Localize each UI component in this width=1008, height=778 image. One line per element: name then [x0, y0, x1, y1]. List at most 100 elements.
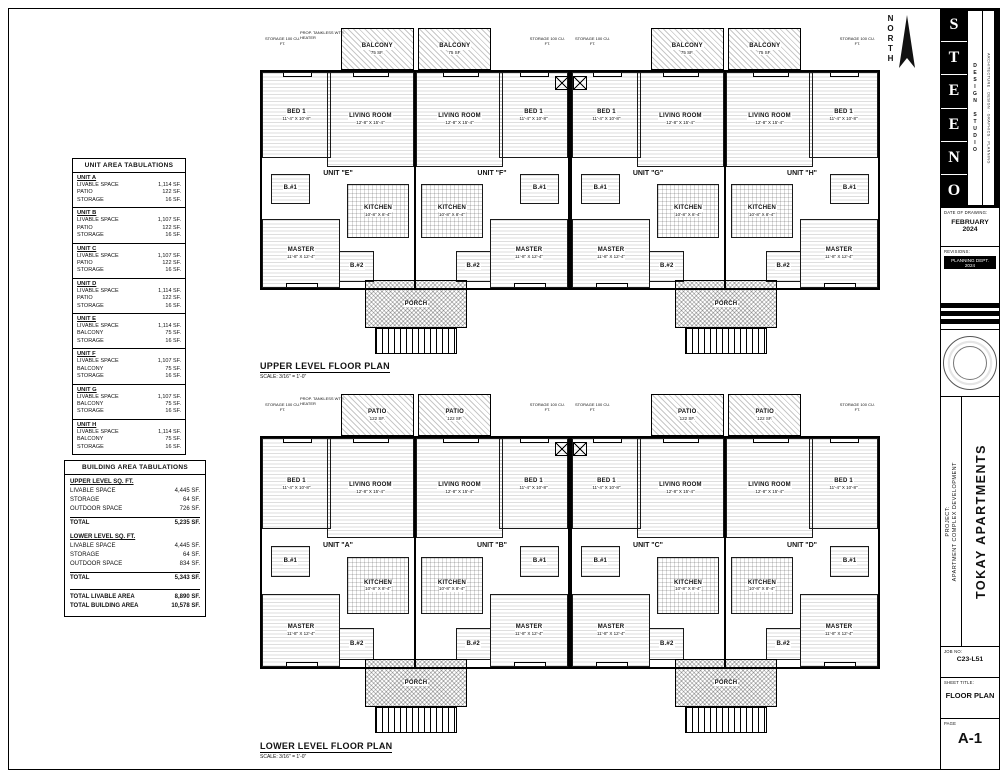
room-label: KITCHEN	[363, 205, 394, 213]
row-value: 75 SF.	[165, 330, 181, 337]
row-value: 1,114 SF.	[158, 428, 181, 435]
room-label: B.#1	[841, 558, 858, 565]
bathroom-2: B.#2	[455, 251, 491, 282]
logo-letter: E	[941, 109, 967, 142]
sheet-title-label: SHEET TITLE:	[944, 680, 974, 685]
room-label: PORCH	[713, 300, 739, 308]
firm-services: ARCHITECTURE · DESIGN · GRAPHICS · PLANN…	[983, 11, 994, 205]
project-description: PROJECT: APARTMENT COMPLEX DEVELOPMENT	[941, 397, 962, 646]
unit-name: UNIT D	[77, 280, 97, 287]
outdoor-label: PATIO	[367, 408, 388, 416]
room-label: B.#2	[775, 640, 791, 648]
room-label: MASTER	[824, 624, 854, 632]
unit-name-label: UNIT "F"	[477, 170, 507, 178]
room-label: B.#2	[465, 263, 481, 270]
room-label: LIVING ROOM	[437, 113, 482, 121]
room-label: PORCH	[403, 300, 429, 308]
room-label: KITCHEN	[746, 205, 777, 213]
row-label: STORAGE	[77, 373, 104, 380]
project-value: APARTMENT COMPLEX DEVELOPMENT	[951, 461, 958, 582]
row-label: LIVABLE SPACE	[77, 393, 119, 400]
room-dim: 11'-4" X 10'-8"	[829, 484, 858, 490]
room-label: B.#1	[531, 185, 548, 192]
room-dim: 10'-8" X 8'-4"	[438, 212, 465, 218]
room-label: B.#2	[775, 263, 791, 270]
room-label: B.#2	[349, 640, 365, 648]
logo-letter: S	[941, 9, 967, 43]
row-value: 10,578 SF.	[171, 603, 200, 609]
row-label: LIVABLE SPACE	[77, 252, 119, 259]
row-label: TOTAL	[70, 575, 90, 581]
room-dim: 11'-8" X 12'-4"	[286, 254, 316, 260]
outdoor-label: BALCONY	[670, 42, 704, 50]
row-label: PATIO	[77, 259, 93, 266]
upper-plan-scale: SCALE: 3/16" = 1'-0"	[260, 374, 307, 380]
room-label: LIVING ROOM	[747, 482, 792, 490]
north-arrow-icon	[899, 15, 915, 68]
building-area-table: BUILDING AREA TABULATIONS UPPER LEVEL SQ…	[64, 460, 206, 617]
unit-name-label: UNIT "C"	[633, 542, 663, 550]
room-label: B.#1	[282, 558, 299, 565]
outdoor-label: PATIO	[444, 408, 465, 416]
room-label: B.#1	[531, 558, 548, 565]
unit-name-label: UNIT "E"	[323, 170, 353, 178]
room-dim: 12'-8" X 15'-4"	[666, 120, 695, 126]
room-dim: 11'-4" X 10'-8"	[282, 484, 311, 490]
outdoor-area: 122 SF.	[369, 415, 385, 422]
row-label: PATIO	[77, 224, 93, 231]
room-label: BED 1	[286, 477, 307, 485]
room-dim: 11'-4" X 10'-8"	[592, 115, 621, 122]
job-value: C23-L51	[956, 656, 984, 663]
row-value: 1,107 SF.	[157, 252, 181, 259]
row-label: TOTAL BUILDING AREA	[70, 603, 139, 609]
row-label: TOTAL	[70, 520, 90, 526]
row-value: 16 SF.	[165, 408, 181, 415]
room-dim: 11'-8" X 12'-4"	[596, 254, 626, 260]
north-indicator: NORTH	[886, 14, 917, 72]
row-value: 122 SF.	[162, 295, 181, 302]
row-value: 8,890 SF.	[174, 594, 200, 600]
row-label: STORAGE	[70, 552, 100, 558]
room-dim: 11'-8" X 12'-4"	[514, 631, 544, 637]
building-area-table-title: BUILDING AREA TABULATIONS	[65, 461, 205, 475]
row-value: 1,107 SF.	[157, 358, 181, 365]
row-label: LIVABLE SPACE	[77, 428, 119, 435]
room-label: B.#1	[592, 185, 609, 192]
room-label: BED 1	[833, 109, 854, 116]
room-label: B.#1	[282, 185, 299, 192]
unit-name: UNIT E	[77, 316, 97, 323]
grand-total-row: TOTAL BUILDING AREA 10,578 SF.	[70, 602, 200, 611]
row-label: PATIO	[77, 295, 93, 302]
seal-section	[941, 330, 999, 397]
unit-name: UNIT H	[77, 421, 97, 428]
unit-area-table-title: UNIT AREA TABULATIONS	[73, 159, 185, 173]
bathroom-2: B.#2	[649, 251, 685, 282]
outdoor-area: 75 SF.	[448, 49, 462, 56]
bathroom-1: B.#1	[271, 173, 310, 204]
row-value: 122 SF.	[162, 189, 181, 196]
